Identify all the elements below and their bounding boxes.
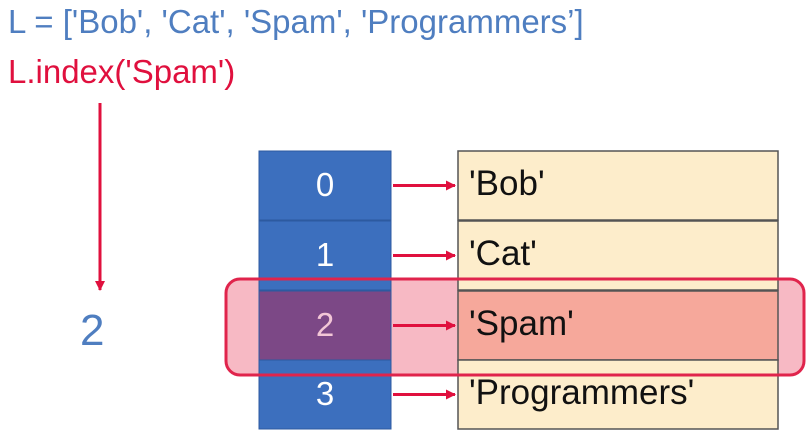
highlight-outline (224, 277, 806, 377)
index-label-3: 3 (315, 375, 335, 412)
list-assignment-code: L = ['Bob', 'Cat', 'Spam', 'Programmers’… (8, 3, 584, 40)
index-call-code: L.index('Spam') (8, 53, 236, 90)
index-cell-2 (258, 290, 392, 361)
index-cell-0 (258, 150, 392, 221)
value-label-1: 'Cat' (469, 234, 537, 273)
value-label-2: 'Spam' (469, 304, 574, 343)
index-label-1: 1 (315, 236, 335, 273)
index-label-0: 0 (315, 166, 335, 203)
value-cell-0 (457, 150, 779, 221)
value-label-0: 'Bob' (469, 164, 545, 203)
value-cell-2 (457, 290, 779, 361)
value-cell-3 (457, 359, 779, 430)
index-cell-3 (258, 359, 392, 430)
index-result: 2 (80, 306, 105, 355)
value-label-3: 'Programmers' (469, 373, 695, 412)
index-label-2: 2 (315, 306, 335, 343)
